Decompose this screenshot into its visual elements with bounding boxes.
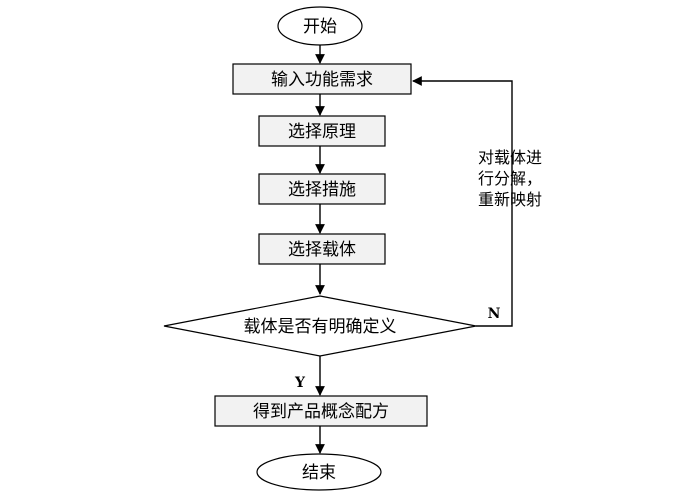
loop-note: 对载体进 行分解， 重新映射 xyxy=(478,148,542,209)
loop-note-line-3: 重新映射 xyxy=(478,190,542,209)
start-node: 开始 xyxy=(277,6,363,46)
start-label: 开始 xyxy=(303,17,337,37)
loop-back-connector xyxy=(412,76,513,327)
input-requirements-node: 输入功能需求 xyxy=(232,63,412,95)
select-carrier-label: 选择载体 xyxy=(288,240,356,260)
get-concept-node: 得到产品概念配方 xyxy=(214,395,428,427)
loop-note-line-1: 对载体进 xyxy=(478,148,542,167)
select-principle-label: 选择原理 xyxy=(288,122,356,142)
decision-node: 载体是否有明确定义 xyxy=(163,295,477,357)
select-principle-node: 选择原理 xyxy=(258,115,386,147)
decision-label: 载体是否有明确定义 xyxy=(244,317,397,337)
get-concept-label: 得到产品概念配方 xyxy=(253,401,389,422)
select-measures-label: 选择措施 xyxy=(288,180,356,200)
no-branch-label: N xyxy=(488,306,501,322)
select-carrier-node: 选择载体 xyxy=(258,233,386,265)
input-requirements-label: 输入功能需求 xyxy=(271,70,373,90)
yes-branch-label: Y xyxy=(294,375,306,391)
loop-note-line-2: 行分解， xyxy=(478,169,542,188)
select-measures-node: 选择措施 xyxy=(258,173,386,205)
end-node: 结束 xyxy=(256,453,382,491)
end-label: 结束 xyxy=(302,463,336,483)
